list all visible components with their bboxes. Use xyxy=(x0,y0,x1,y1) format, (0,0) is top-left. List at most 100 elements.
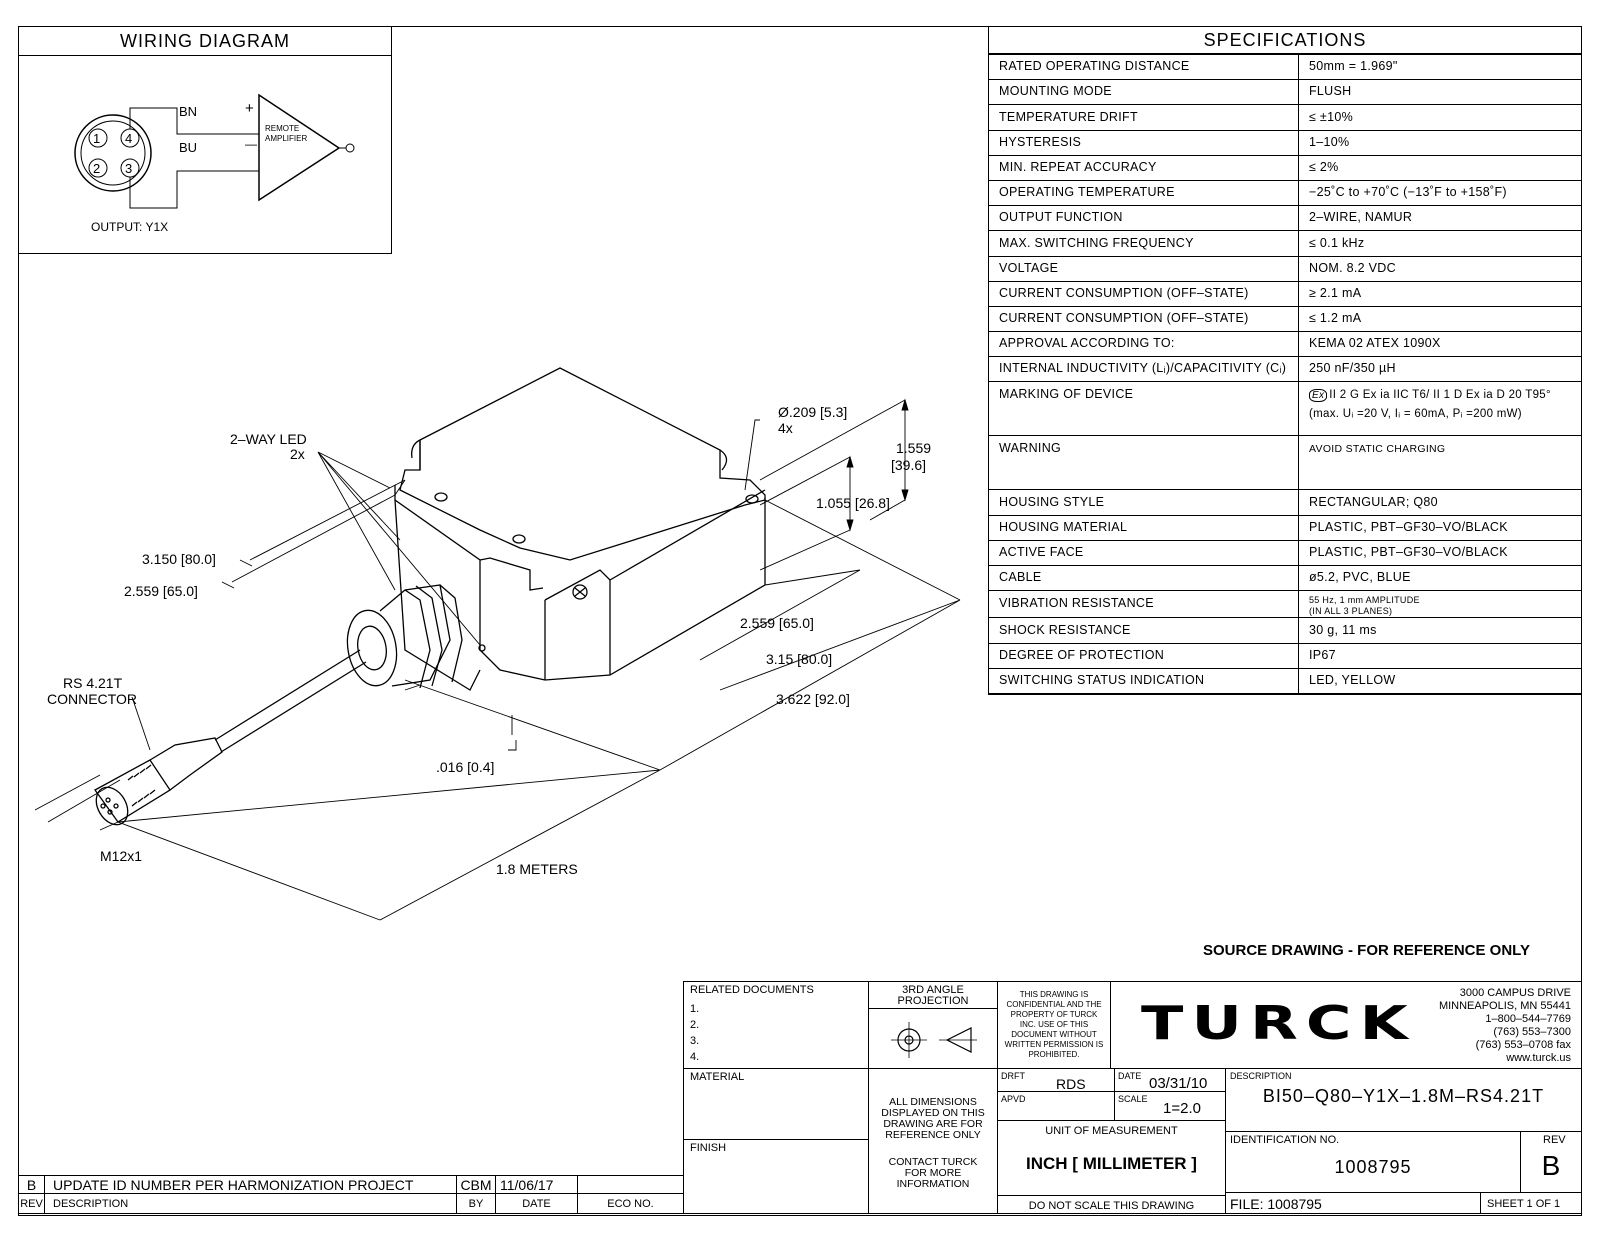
spec-value: ø5.2, PVC, BLUE xyxy=(1298,564,1581,592)
cable-gland xyxy=(346,609,398,687)
mount-hole-2 xyxy=(512,534,526,544)
material-finish-cell: MATERIAL FINISH xyxy=(683,1068,869,1214)
confidential-line: WRITTEN PERMISSION IS xyxy=(1004,1040,1104,1049)
spec-row: TEMPERATURE DRIFT≤ ±10% xyxy=(989,104,1581,131)
wiring-schematic xyxy=(74,93,355,209)
address-line: (763) 553–0708 fax xyxy=(1475,1039,1571,1051)
pin-2-label: 2 xyxy=(93,161,101,176)
width-3150-dim: 3.150 [80.0] xyxy=(142,551,216,567)
contact-line: CONTACT TURCK xyxy=(888,1156,978,1168)
spec-key: DEGREE OF PROTECTION xyxy=(989,642,1299,669)
spec-value: LED, YELLOW xyxy=(1298,667,1581,694)
spec-value: 30 g, 11 ms xyxy=(1298,617,1581,644)
address-line: MINNEAPOLIS, MN 55441 xyxy=(1438,1000,1571,1012)
all-dimensions-line: ALL DIMENSIONS xyxy=(889,1096,977,1108)
contact-line: FOR MORE xyxy=(904,1167,962,1179)
confidential-line: THIS DRAWING IS xyxy=(1019,990,1089,999)
description-cell: DESCRIPTION BI50–Q80–Y1X–1.8M–RS4.21T xyxy=(1225,1068,1582,1132)
spec-key: HYSTERESIS xyxy=(989,129,1299,156)
rev-value: B xyxy=(1541,1150,1561,1181)
spec-row: MAX. SWITCHING FREQUENCY≤ 0.1 kHz xyxy=(989,230,1581,257)
spec-value-line: ø5.2, PVC, BLUE xyxy=(1309,570,1411,585)
spec-value: 50mm = 1.969" xyxy=(1298,53,1581,81)
spec-key: APPROVAL ACCORDING TO: xyxy=(989,331,1299,358)
description-value: BI50–Q80–Y1X–1.8M–RS4.21T xyxy=(1262,1086,1545,1106)
spec-value-line: IP67 xyxy=(1309,647,1336,662)
approved-cell: APVD xyxy=(997,1091,1115,1121)
spec-value-line: ≥ 2.1 mA xyxy=(1309,285,1362,300)
spec-key: SHOCK RESISTANCE xyxy=(989,617,1299,644)
spec-value: 55 Hz, 1 mm AMPLITUDE(IN ALL 3 PLANES) xyxy=(1298,590,1581,619)
all-dimensions-line: DISPLAYED ON THIS xyxy=(881,1107,985,1119)
revision-date: 11/06/17 xyxy=(500,1177,554,1193)
reference-note: SOURCE DRAWING - FOR REFERENCE ONLY xyxy=(1203,942,1530,959)
total-height-dim-mm: [39.6] xyxy=(891,457,927,473)
revision-header-rev-label: REV xyxy=(20,1198,43,1210)
revision-description: UPDATE ID NUMBER PER HARMONIZATION PROJE… xyxy=(53,1177,414,1193)
spec-row: APPROVAL ACCORDING TO: KEMA 02 ATEX 1090X xyxy=(989,331,1581,358)
spec-row: CURRENT CONSUMPTION (OFF–STATE)≤ 1.2 mA xyxy=(989,305,1581,333)
spec-value-line: 55 Hz, 1 mm AMPLITUDE xyxy=(1309,595,1420,606)
spec-value: −25˚C to +70˚C (−13˚F to +158˚F) xyxy=(1298,179,1581,207)
sensor-isometric-drawing xyxy=(34,367,961,921)
spec-row: DEGREE OF PROTECTION IP67 xyxy=(989,642,1581,669)
id-label: IDENTIFICATION NO. xyxy=(1230,1134,1340,1146)
file-value: FILE: 1008795 xyxy=(1230,1196,1322,1212)
drafter-value: RDS xyxy=(1056,1076,1086,1092)
spec-value: KEMA 02 ATEX 1090X xyxy=(1298,331,1581,358)
confidential-line: CONFIDENTIAL AND THE xyxy=(1006,1000,1102,1009)
all-dimensions-line: REFERENCE ONLY xyxy=(885,1129,981,1141)
spec-key: MARKING OF DEVICE xyxy=(989,381,1299,437)
spec-key: CABLE xyxy=(989,564,1299,592)
unit-cell: UNIT OF MEASUREMENT INCH [ MILLIMETER ] … xyxy=(997,1120,1226,1214)
description-label: DESCRIPTION xyxy=(1230,1071,1292,1081)
revision-header-date-label: DATE xyxy=(522,1198,551,1210)
address-line: www.turck.us xyxy=(1506,1052,1571,1064)
spec-key: CURRENT CONSUMPTION (OFF–STATE) xyxy=(989,280,1299,307)
spec-value-line-2: (IN ALL 3 PLANES) xyxy=(1309,606,1393,617)
output-label: OUTPUT: Y1X xyxy=(91,220,169,234)
revision-header-eco-label: ECO NO. xyxy=(607,1198,654,1210)
spec-value: IP67 xyxy=(1298,642,1581,669)
related-docs-label: RELATED DOCUMENTS xyxy=(690,984,814,996)
cable-line-top xyxy=(214,649,361,741)
connector-body xyxy=(94,759,171,823)
mount-hole-3 xyxy=(745,494,759,504)
spec-key: HOUSING MATERIAL xyxy=(989,514,1299,541)
spec-value-line: KEMA 02 ATEX 1090X xyxy=(1309,336,1441,351)
plus-sign: + xyxy=(245,100,254,117)
spec-value-line-2: (max. Uᵢ =20 V, Iᵢ = 60mA, Pᵢ =200 mW) xyxy=(1309,408,1522,421)
sheet-cell: SHEET 1 OF 1 xyxy=(1480,1192,1582,1214)
cable-line-bottom xyxy=(220,661,367,753)
related-item-4: 4. xyxy=(690,1051,700,1063)
connector-label-2: CONNECTOR xyxy=(47,691,137,707)
related-item-2: 2. xyxy=(690,1019,700,1031)
spec-value-line: PLASTIC, PBT–GF30–VO/BLACK xyxy=(1309,545,1508,560)
address-line: 3000 CAMPUS DRIVE xyxy=(1459,987,1571,999)
drafter-cell: DRFT RDS xyxy=(997,1068,1115,1092)
spec-value-line: ≤ 2% xyxy=(1309,159,1339,174)
length-315-dim: 3.15 [80.0] xyxy=(766,651,833,667)
spec-value: NOM. 8.2 VDC xyxy=(1298,255,1581,282)
confidential-line: PROHIBITED. xyxy=(1028,1050,1080,1059)
thread-label: M12x1 xyxy=(100,848,143,864)
spec-value-line: 2–WIRE, NAMUR xyxy=(1309,210,1413,225)
housing-left-face xyxy=(394,485,546,681)
spec-key: HOUSING STYLE xyxy=(989,489,1299,516)
projection-cell: 3RD ANGLE PROJECTION xyxy=(868,981,998,1069)
connector-label-1: RS 4.21T xyxy=(63,675,123,691)
hole-count-label: 4x xyxy=(778,420,793,436)
revision-header-rev: REV xyxy=(18,1193,45,1214)
revision-header-desc: DESCRIPTION xyxy=(44,1193,457,1214)
approved-label: APVD xyxy=(1001,1094,1026,1104)
